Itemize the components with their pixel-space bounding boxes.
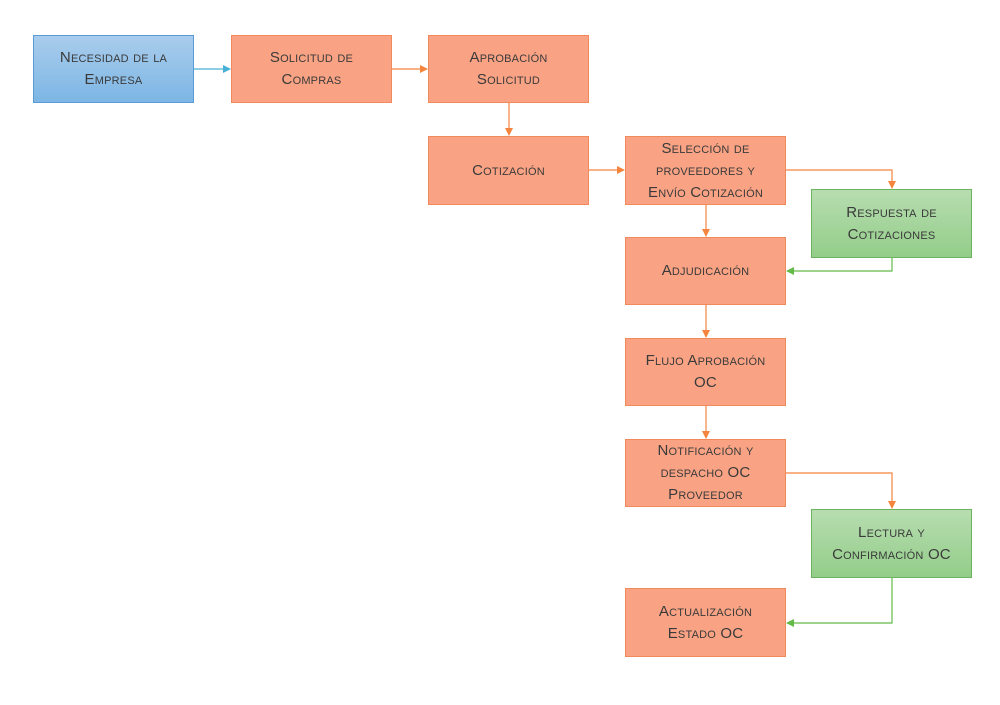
node-flujo-aprobacion-oc: Flujo Aprobación OC (625, 338, 786, 406)
node-cotizacion: Cotización (428, 136, 589, 205)
node-lectura-confirmacion: Lectura y Confirmación OC (811, 509, 972, 578)
node-solicitud-compras: Solicitud de Compras (231, 35, 392, 103)
node-seleccion-proveedores: Selección de proveedores y Envío Cotizac… (625, 136, 786, 205)
node-aprobacion-solicitud: Aprobación Solicitud (428, 35, 589, 103)
node-respuesta-cotizaciones: Respuesta de Cotizaciones (811, 189, 972, 258)
edge-seleccion-respuesta (786, 169, 896, 189)
node-adjudicacion: Adjudicación (625, 237, 786, 305)
edge-respuesta-adjudicacion (786, 258, 893, 275)
node-notificacion-despacho: Notificación y despacho OC Proveedor (625, 439, 786, 507)
edge-notificacion-lectura (786, 472, 896, 509)
node-actualizacion-estado: Actualización Estado OC (625, 588, 786, 657)
edge-lectura-actualizacion (786, 578, 893, 627)
node-necesidad-empresa: Necesidad de la Empresa (33, 35, 194, 103)
